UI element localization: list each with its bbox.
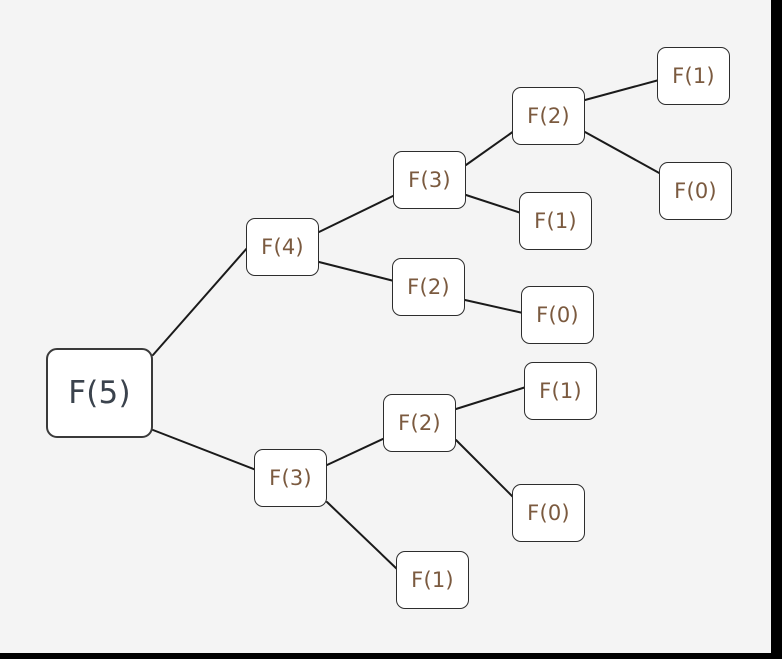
- tree-edge: [584, 131, 662, 175]
- letterbox-bar-right: [771, 0, 782, 659]
- tree-edge: [464, 299, 524, 314]
- tree-node[interactable]: F(0): [512, 484, 585, 542]
- tree-edge: [152, 429, 257, 471]
- tree-node-label: F(0): [536, 302, 579, 327]
- tree-node-label: F(1): [534, 208, 577, 233]
- tree-node[interactable]: F(2): [392, 258, 465, 316]
- tree-node-label: F(4): [261, 234, 304, 259]
- tree-node[interactable]: F(0): [659, 162, 732, 220]
- tree-node-label: F(3): [408, 167, 451, 192]
- tree-node-root[interactable]: F(5): [46, 348, 153, 438]
- tree-edge: [318, 261, 395, 282]
- tree-edge: [455, 386, 527, 410]
- tree-node-label: F(1): [672, 63, 715, 88]
- tree-node[interactable]: F(1): [657, 47, 730, 105]
- tree-node-label: F(5): [68, 374, 131, 411]
- tree-node[interactable]: F(4): [246, 218, 319, 276]
- tree-edge: [326, 437, 386, 466]
- tree-node-label: F(3): [269, 465, 312, 490]
- tree-node[interactable]: F(3): [254, 449, 327, 507]
- tree-edge: [326, 501, 399, 571]
- tree-node-label: F(2): [398, 410, 441, 435]
- tree-node[interactable]: F(1): [396, 551, 469, 609]
- tree-edge: [584, 79, 660, 101]
- tree-edge: [455, 439, 515, 499]
- tree-node[interactable]: F(2): [383, 394, 456, 452]
- tree-node[interactable]: F(3): [393, 151, 466, 209]
- tree-node-label: F(0): [674, 178, 717, 203]
- tree-node-label: F(0): [527, 500, 570, 525]
- tree-node[interactable]: F(1): [524, 362, 597, 420]
- tree-edge: [318, 194, 396, 233]
- tree-node[interactable]: F(2): [512, 87, 585, 145]
- letterbox-bar-bottom: [0, 653, 782, 659]
- tree-node[interactable]: F(1): [519, 192, 592, 250]
- tree-edge: [465, 130, 515, 166]
- tree-node-label: F(2): [527, 103, 570, 128]
- tree-node-label: F(2): [407, 274, 450, 299]
- tree-node-label: F(1): [411, 567, 454, 592]
- tree-edge: [465, 194, 522, 214]
- tree-node-label: F(1): [539, 378, 582, 403]
- tree-edge: [152, 246, 249, 356]
- tree-node[interactable]: F(0): [521, 286, 594, 344]
